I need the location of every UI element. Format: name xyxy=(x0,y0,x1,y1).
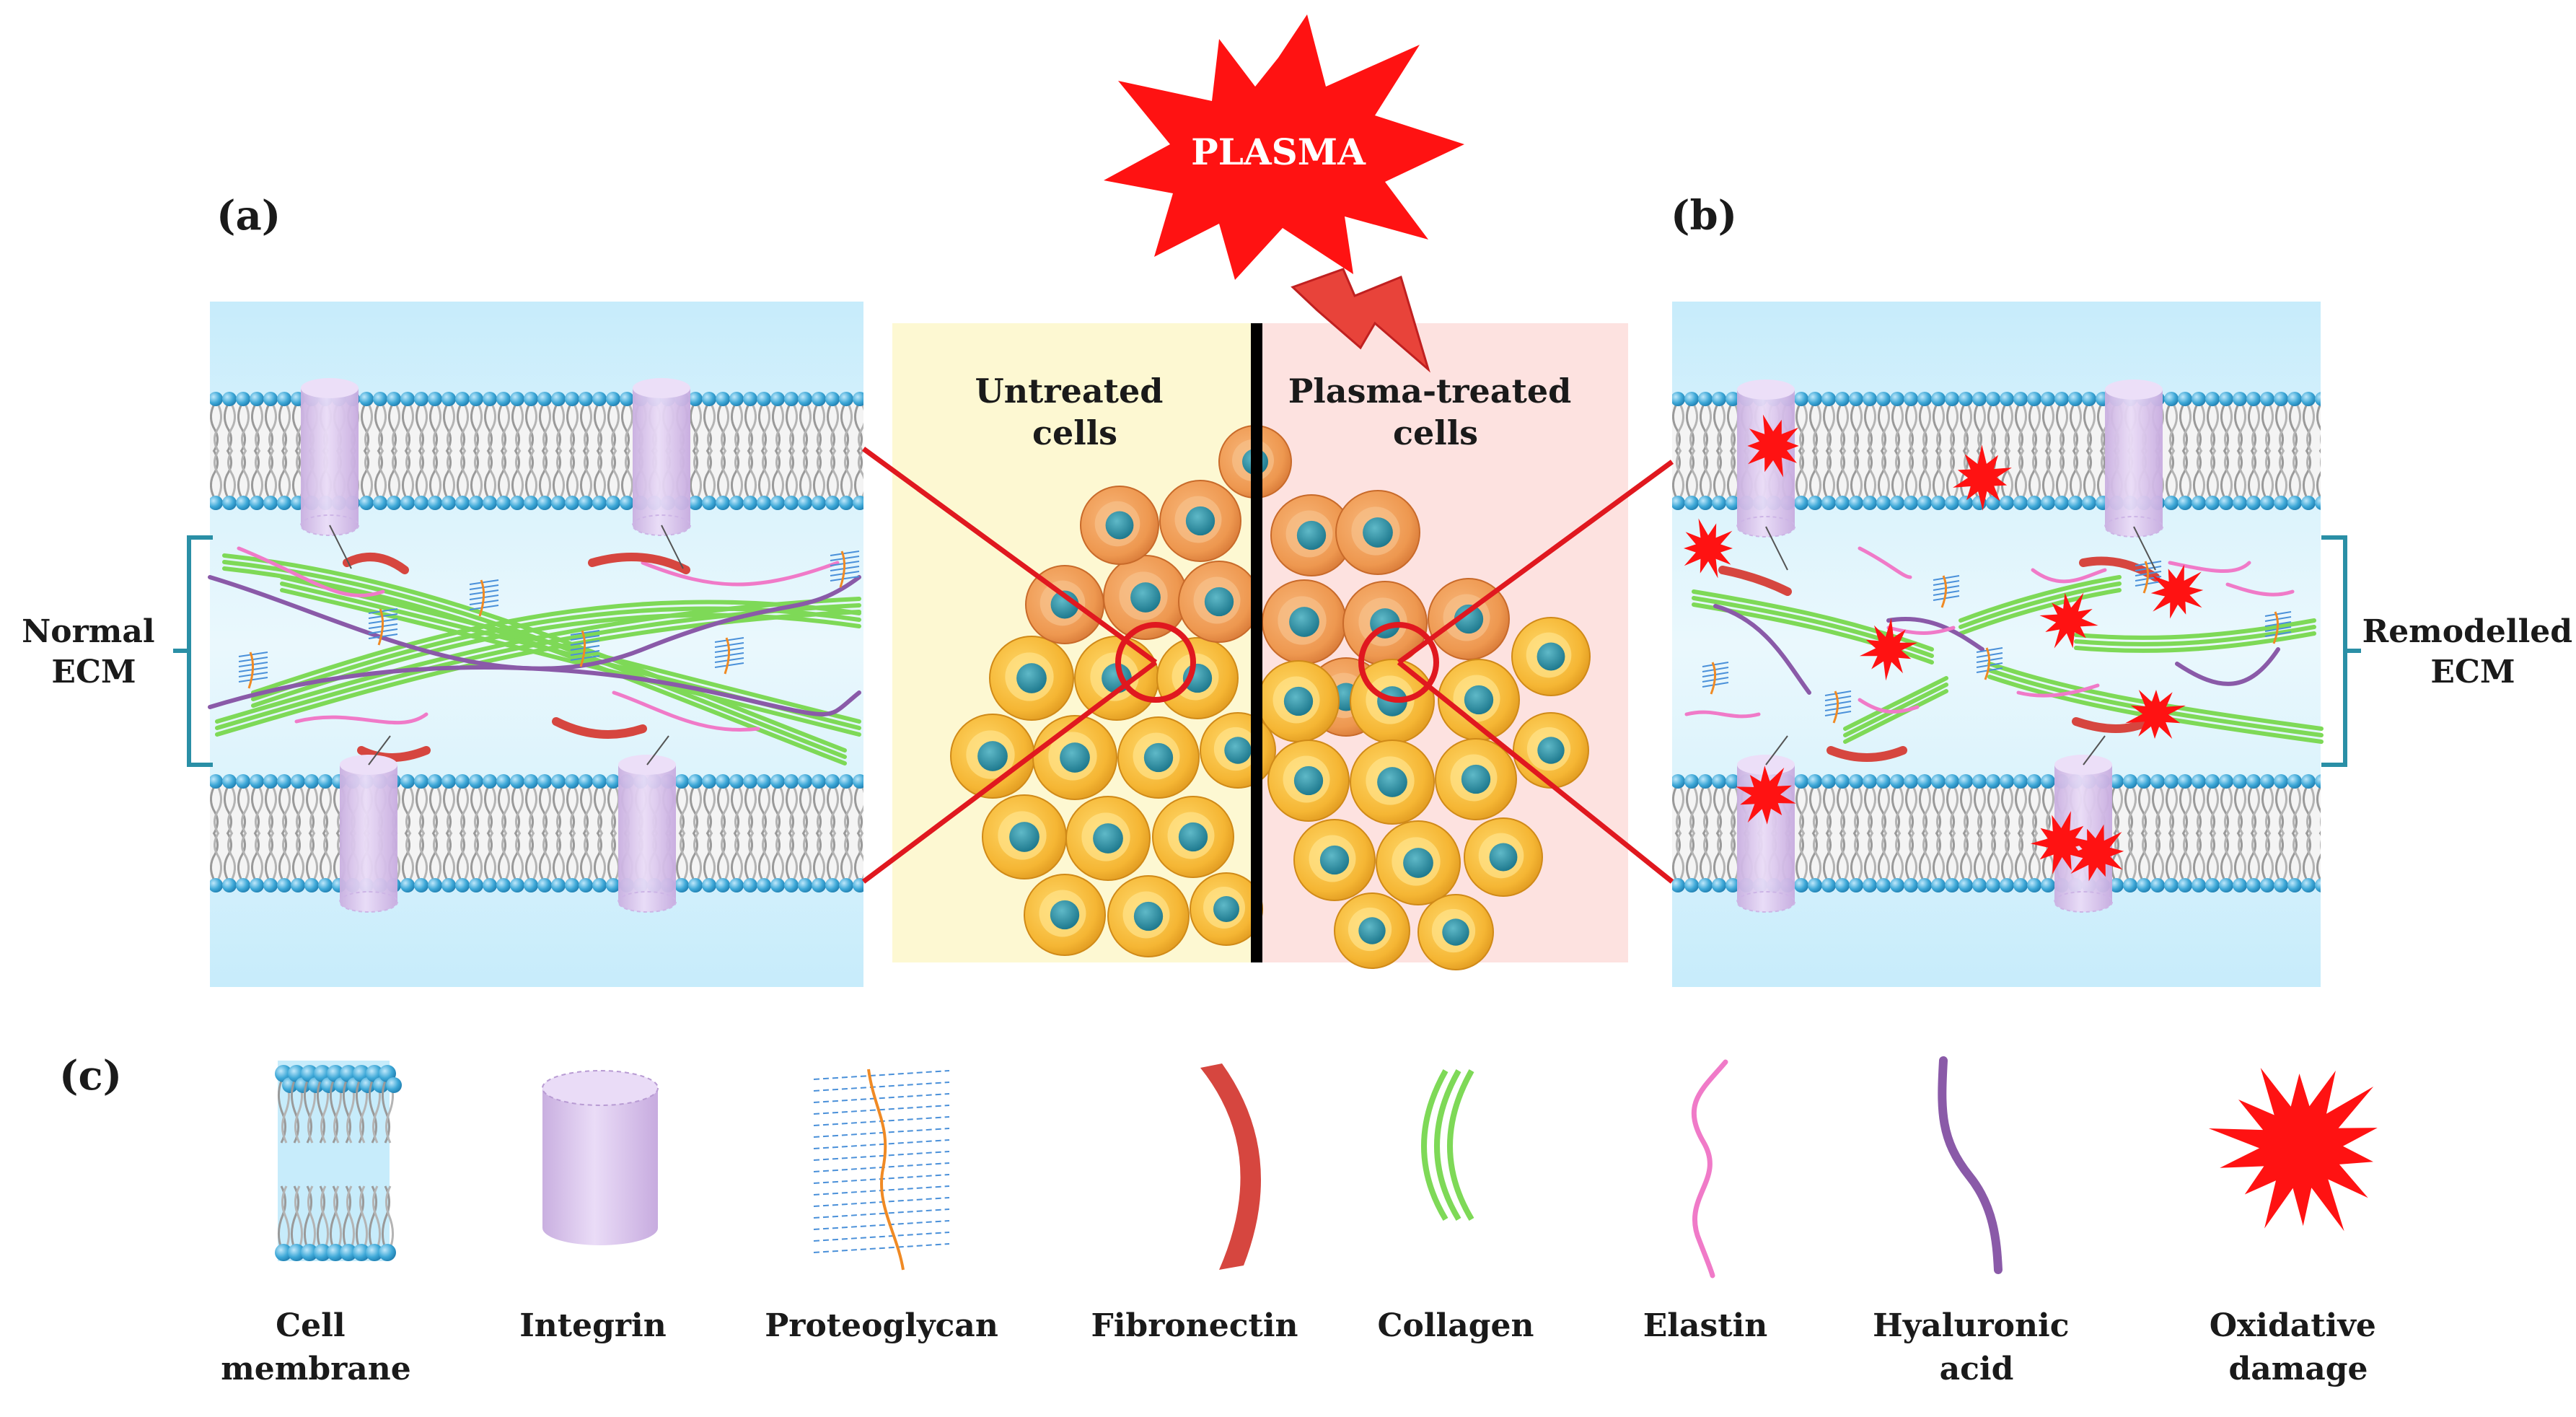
legend-hyaluronic-acid-icon xyxy=(1938,1056,2003,1274)
legend-label-oxidative-damage: Oxidative damage xyxy=(2210,1307,2387,1387)
panel-c-tag: (c) xyxy=(59,1052,122,1100)
bracket-b xyxy=(2321,535,2361,767)
legend-integrin-icon xyxy=(542,1070,659,1245)
legend-label-proteoglycan: Proteoglycan xyxy=(765,1307,998,1344)
panel-a-ecm-fibers xyxy=(208,546,861,765)
plasma-burst: PLASMA xyxy=(1104,14,1464,373)
panel-b-ecm-fibers xyxy=(1684,518,2324,762)
legend-label-elastin: Elastin xyxy=(1643,1307,1768,1344)
bracket-a xyxy=(173,535,213,767)
panel-b-remodelled-ecm xyxy=(1672,302,2324,987)
zoom-circle-treated xyxy=(1358,622,1439,703)
connector-a-bottom xyxy=(861,660,1158,884)
panel-b-tag: (b) xyxy=(1671,192,1737,240)
panel-a-normal-ecm xyxy=(208,302,863,987)
plasma-label: PLASMA xyxy=(1191,131,1366,173)
legend-cell-membrane-icon xyxy=(275,1061,402,1261)
panel-a-bottom-membrane xyxy=(210,774,863,892)
legend-oxidative-damage-icon xyxy=(2208,1068,2378,1232)
legend-label-collagen: Collagen xyxy=(1377,1307,1534,1344)
legend-label-integrin: Integrin xyxy=(519,1307,667,1344)
lightning-bolt-icon xyxy=(1291,268,1430,373)
legend-label-cell-membrane: Cell membrane xyxy=(221,1307,411,1387)
connector-a-top xyxy=(861,447,1158,664)
legend-label-hyaluronic-acid: Hyaluronic acid xyxy=(1873,1307,2080,1387)
panel-b-integrins xyxy=(1736,380,2163,913)
panel-a-integrins xyxy=(300,378,691,913)
cell-cluster xyxy=(950,425,1591,970)
connector-b-bottom xyxy=(1397,660,1674,884)
remodelled-ecm-label: Remodelled ECM xyxy=(2362,613,2576,690)
connector-b-top xyxy=(1397,460,1674,664)
normal-ecm-label: Normal ECM xyxy=(22,613,166,690)
treated-label: Plasma-treated cells xyxy=(1288,372,1583,452)
zoom-connectors xyxy=(861,447,1674,884)
legend-label-fibronectin: Fibronectin xyxy=(1091,1307,1298,1344)
legend-collagen-icon xyxy=(1421,1069,1474,1221)
legend-proteoglycan-icon xyxy=(813,1069,950,1271)
legend-fibronectin-icon xyxy=(1200,1063,1261,1270)
untreated-label: Untreated cells xyxy=(975,372,1175,452)
panel-a-tag: (a) xyxy=(216,192,281,240)
legend-elastin-icon xyxy=(1691,1059,1728,1278)
legend: Cell membrane Integrin Proteoglycan Fibr… xyxy=(221,1056,2387,1387)
plasma-star-icon xyxy=(1104,14,1464,280)
zoom-circle-untreated xyxy=(1115,622,1196,703)
cells-panel: Untreated cells Plasma-treated cells xyxy=(892,323,1628,970)
